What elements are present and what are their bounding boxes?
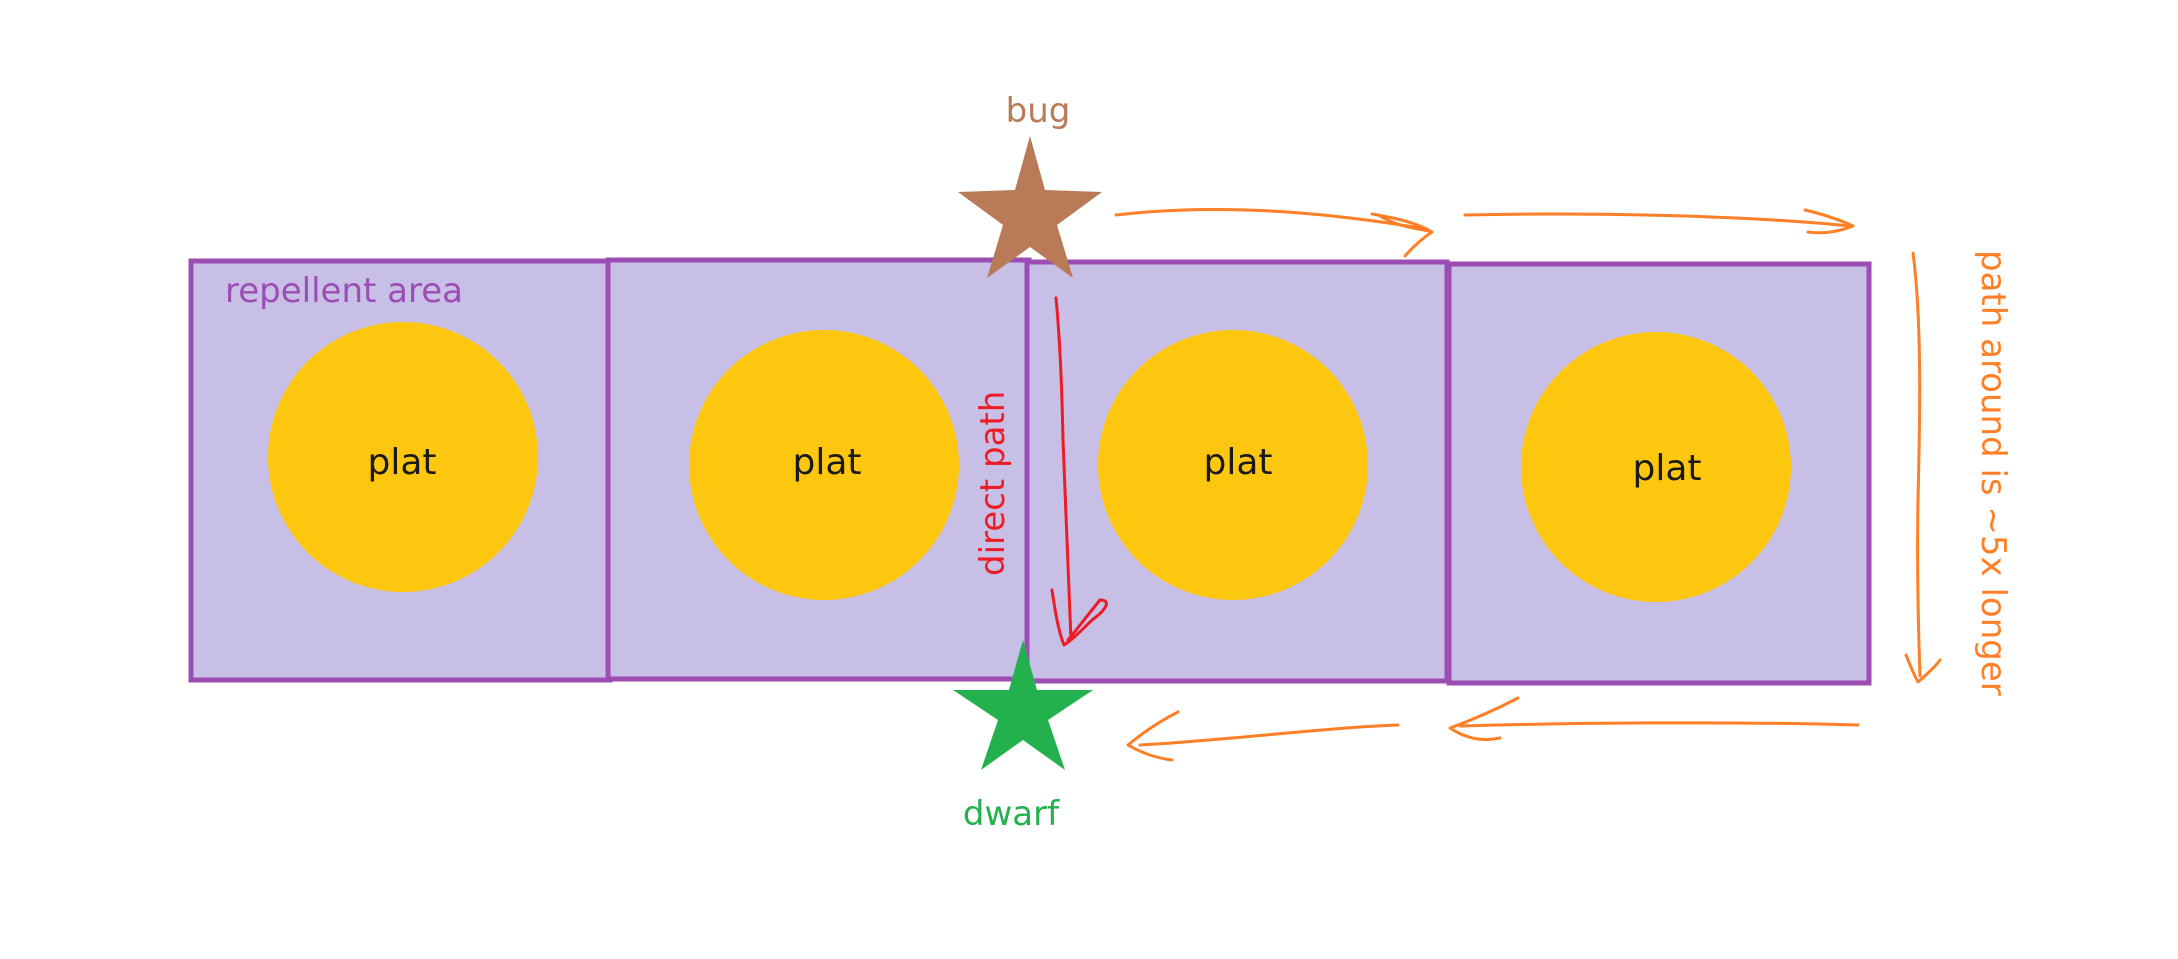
right-arrow-down — [1911, 251, 1922, 678]
repellent-area-label: repellent area — [225, 271, 463, 311]
plats: plat plat plat plat — [268, 322, 1791, 602]
dwarf-star-icon — [953, 640, 1093, 770]
top-arrow-1 — [1114, 207, 1422, 230]
plat-circle-3 — [1098, 330, 1368, 600]
bottom-arrow-1 — [1458, 721, 1860, 728]
plat-label-2: plat — [792, 442, 861, 483]
plat-circle-4 — [1521, 332, 1791, 602]
top-arrow-2 — [1463, 212, 1852, 228]
direct-path-arrow — [1050, 296, 1108, 647]
direct-path-label: direct path — [973, 391, 1013, 576]
bottom-arrow-2 — [1138, 723, 1400, 747]
plat-circle-2 — [689, 330, 959, 600]
plat-label-1: plat — [367, 442, 436, 483]
bug-star-icon — [958, 136, 1102, 278]
plat-label-3: plat — [1203, 442, 1272, 483]
dwarf-label: dwarf — [963, 794, 1060, 834]
bug-label: bug — [1006, 91, 1071, 131]
plat-label-4: plat — [1632, 448, 1701, 489]
plat-circle-1 — [268, 322, 538, 592]
around-path-label: path around is ~5x longer — [1973, 250, 2013, 696]
around-path-arrows — [1114, 207, 1942, 762]
